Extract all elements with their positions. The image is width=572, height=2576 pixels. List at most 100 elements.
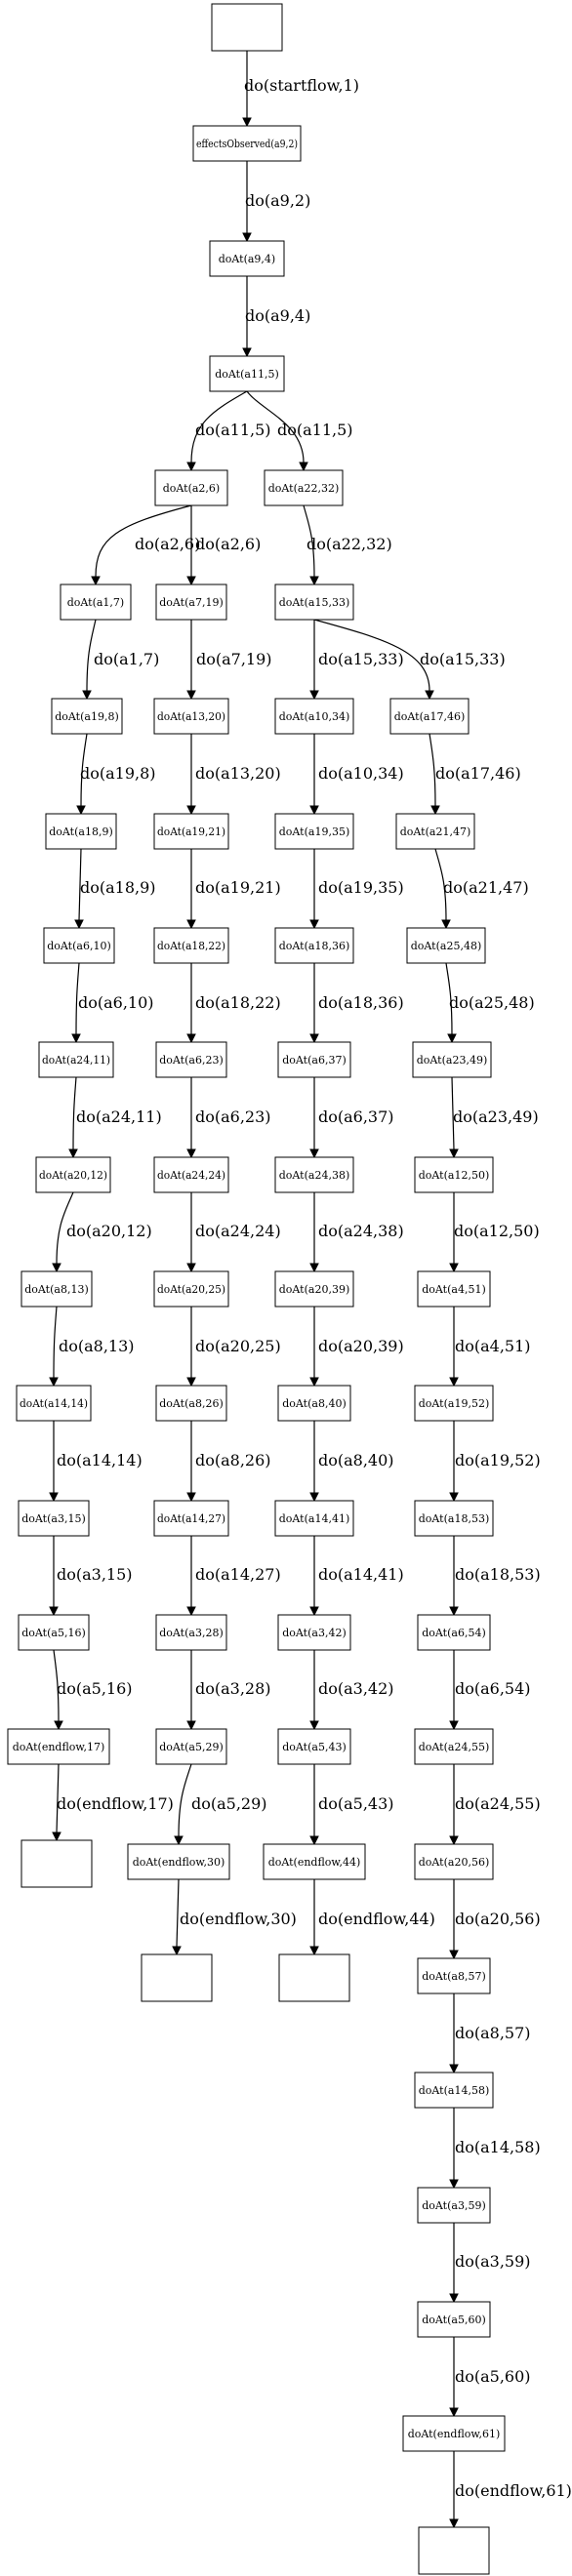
edge-n51-n54: do(endflow,44) [309, 1879, 435, 1956]
node-label: doAt(a8,26) [159, 1397, 223, 1410]
edge-n39-n43: do(a14,41) [309, 1536, 404, 1617]
node-box [51, 698, 123, 735]
node-label: doAt(a24,38) [279, 1169, 349, 1182]
node-label: doAt(a18,53) [419, 1512, 489, 1525]
edge-label: do(endflow,44) [318, 1910, 435, 1928]
node-box [277, 1385, 351, 1422]
edge-label: do(a7,19) [196, 650, 272, 668]
node-box [395, 813, 475, 850]
state-node: doAt(a10,34) [274, 698, 354, 735]
arrowhead [309, 1492, 319, 1503]
node-label: doAt(a5,43) [282, 1741, 346, 1753]
node-box [278, 1953, 350, 2002]
state-node: doAt(a18,53) [414, 1500, 494, 1537]
edge-n31-n35: do(a20,39) [309, 1307, 404, 1388]
edge-n36-n40: do(a19,52) [449, 1421, 541, 1503]
edge-line [75, 962, 80, 1035]
state-node: doAt(a3,59) [417, 2187, 491, 2224]
arrowhead [449, 1720, 459, 1731]
node-box [414, 1385, 494, 1422]
node-label: doAt(a3,59) [422, 2199, 485, 2212]
state-node: doAt(a14,14) [16, 1385, 92, 1422]
edge-n47-n51: do(a5,43) [309, 1764, 394, 1846]
state-node: doAt(a1,7) [60, 584, 132, 621]
node-label: doAt(a14,27) [157, 1512, 225, 1525]
arrowhead [309, 1148, 319, 1159]
node-label: doAt(a15,33) [279, 596, 349, 609]
edge-label: do(a11,5) [277, 421, 353, 439]
edge-n10-n14: do(a13,20) [186, 734, 281, 816]
state-node: doAt(a24,11) [38, 1041, 114, 1078]
node-box [154, 469, 228, 506]
edge-line [445, 962, 453, 1035]
arrowhead [309, 576, 319, 586]
node-box [153, 1156, 229, 1193]
edge-label: do(startflow,1) [244, 76, 359, 95]
arrowhead [186, 462, 196, 472]
node-label: doAt(a19,21) [157, 825, 225, 838]
state-node: doAt(a13,20) [153, 698, 229, 735]
edge-line [56, 1191, 74, 1265]
state-node: doAt(a8,57) [417, 1957, 491, 1994]
node-label: doAt(a22,32) [268, 482, 339, 495]
node-box [192, 125, 302, 162]
node-box [211, 3, 283, 52]
arrowhead [299, 462, 308, 472]
node-box [417, 2301, 491, 2338]
state-node: doAt(a14,58) [414, 2072, 494, 2109]
edge-label: do(a13,20) [195, 764, 281, 783]
edge-label: do(a2,6) [135, 535, 200, 553]
edge-n29-n33: do(a8,13) [49, 1306, 135, 1388]
edge-label: do(a18,22) [195, 993, 281, 1012]
edge-n0-n1: do(startflow,1) [242, 51, 359, 128]
node-box [141, 1953, 213, 2002]
arrowhead [49, 1377, 59, 1388]
node-label: doAt(a12,50) [419, 1169, 489, 1182]
node-box [60, 584, 132, 621]
edge-n28-n32: do(a12,50) [449, 1192, 540, 1273]
edge-n3-n4: do(a11,5) [186, 390, 271, 472]
edge-label: do(a20,39) [318, 1337, 404, 1355]
state-node: doAt(a24,55) [414, 1728, 494, 1765]
edge-label: do(a18,36) [318, 993, 404, 1012]
edge-n23-n27: do(a6,37) [309, 1077, 394, 1159]
edge-n32-n36: do(a4,51) [449, 1307, 531, 1388]
arrowhead [49, 1606, 59, 1617]
node-label: doAt(a17,46) [394, 710, 465, 723]
node-label: doAt(a5,29) [159, 1741, 223, 1753]
node-box [43, 927, 115, 964]
arrowhead [449, 1835, 459, 1846]
node-label: doAt(a1,7) [67, 596, 124, 609]
edge-label: do(a19,8) [80, 764, 156, 783]
edge-n4-n6: do(a2,6) [91, 504, 200, 586]
state-node: doAt(a8,40) [277, 1385, 351, 1422]
node-label: doAt(endflow,61) [408, 2428, 501, 2440]
node-label: doAt(a20,25) [157, 1283, 225, 1296]
arrowhead [449, 1492, 459, 1503]
edge-label: do(endflow,61) [455, 2481, 572, 2500]
edge-n52-n55: do(a20,56) [449, 1879, 541, 1960]
node-label: effectsObserved(a9,2) [196, 138, 298, 150]
edge-label: do(a8,40) [318, 1451, 394, 1469]
arrowhead [82, 690, 92, 701]
node-label: doAt(a14,41) [279, 1512, 349, 1525]
node-box [38, 1041, 114, 1078]
edge-line [53, 1649, 60, 1722]
node-box [414, 1728, 494, 1765]
state-node: doAt(a12,50) [414, 1156, 494, 1193]
arrowhead [449, 2518, 459, 2529]
node-label: doAt(a20,56) [419, 1856, 489, 1869]
state-node: doAt(a5,29) [155, 1728, 227, 1765]
state-node: doAt(a6,54) [417, 1614, 491, 1651]
edges-layer: do(startflow,1)do(a9,2)do(a9,4)do(a11,5)… [49, 51, 572, 2529]
arrowhead [186, 1377, 196, 1388]
state-node: doAt(a17,46) [389, 698, 470, 735]
arrowhead [449, 2064, 459, 2074]
edge-n58-n59: do(a5,60) [449, 2337, 531, 2418]
state-node: doAt(a18,9) [45, 813, 117, 850]
state-node: doAt(a20,39) [274, 1270, 354, 1308]
edge-label: do(a14,58) [455, 2138, 541, 2156]
edge-n43-n47: do(a3,42) [309, 1650, 394, 1731]
node-label: doAt(a4,51) [422, 1283, 485, 1296]
node-label: doAt(a21,47) [400, 825, 470, 838]
